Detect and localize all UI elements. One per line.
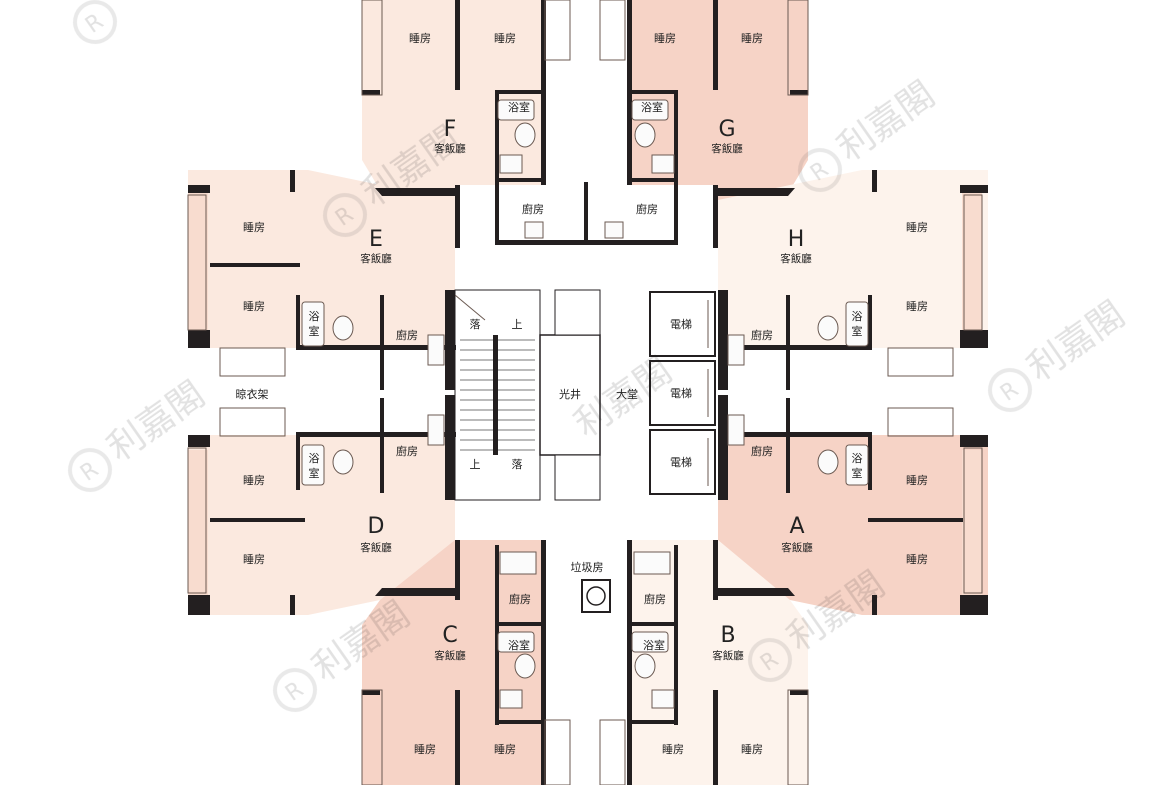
label-lobby: 大堂	[616, 387, 638, 401]
unit-d-name: 客飯廳	[360, 541, 392, 554]
unit-h-area	[718, 170, 988, 348]
svg-text:R: R	[81, 9, 108, 38]
label-bedroom: 睡房	[906, 221, 928, 234]
label-bathroom: 浴室	[643, 638, 665, 652]
unit-g-letter: G	[718, 117, 735, 142]
label-bathroom-bottom: 室	[309, 466, 320, 480]
label-kitchen: 廚房	[396, 328, 418, 342]
label-light-well: 光井	[559, 387, 581, 401]
label-bedroom: 睡房	[494, 743, 516, 756]
unit-g-name: 客飯廳	[711, 142, 743, 155]
svg-text:R: R	[996, 377, 1023, 406]
unit-e-area	[188, 170, 455, 348]
label-lift: 電梯	[670, 456, 692, 469]
label-bedroom: 睡房	[906, 553, 928, 566]
label-bathroom: 浴室	[508, 638, 530, 652]
unit-f-area	[362, 0, 545, 248]
label-bedroom: 睡房	[662, 743, 684, 756]
unit-c-name: 客飯廳	[434, 649, 466, 662]
fixtures	[301, 99, 869, 709]
unit-b-letter: B	[720, 623, 735, 648]
label-bathroom-bottom: 室	[852, 466, 863, 480]
label-stair-up: 上	[512, 318, 523, 331]
label-bathroom: 浴室	[641, 100, 663, 114]
unit-g-area	[628, 0, 808, 248]
label-lift: 電梯	[670, 387, 692, 400]
label-kitchen: 廚房	[644, 592, 666, 606]
unit-h-name: 客飯廳	[780, 252, 812, 265]
label-kitchen: 廚房	[636, 202, 658, 216]
label-bathroom-top: 浴	[309, 310, 320, 323]
label-bedroom: 睡房	[906, 300, 928, 313]
label-bedroom: 睡房	[741, 32, 763, 45]
label-stair-up: 上	[470, 458, 481, 471]
label-bedroom: 睡房	[654, 32, 676, 45]
label-bedroom: 睡房	[741, 743, 763, 756]
unit-f-name: 客飯廳	[434, 142, 466, 155]
core-area	[454, 248, 718, 613]
label-bedroom: 睡房	[243, 221, 265, 234]
unit-h-letter: H	[788, 227, 805, 252]
room-labels: 睡房 睡房 睡房 睡房 浴室 浴室 廚房 廚房 睡房 睡房 睡房 睡房 浴 室 …	[243, 32, 928, 756]
label-bathroom-top: 浴	[309, 452, 320, 465]
label-kitchen: 廚房	[751, 328, 773, 342]
unit-e-name: 客飯廳	[360, 252, 392, 265]
lift-shafts	[649, 291, 716, 495]
unit-fills	[188, 0, 988, 785]
label-drying-rack: 晾衣架	[236, 387, 269, 401]
unit-f-letter: F	[444, 117, 457, 142]
core-labels: 落 上 上 落 光井 大堂 電梯 電梯 電梯 垃圾房 晾衣架	[236, 318, 693, 574]
label-bedroom: 睡房	[906, 474, 928, 487]
label-bathroom-bottom: 室	[852, 324, 863, 338]
unit-d-letter: D	[368, 514, 385, 539]
unit-a-letter: A	[789, 514, 804, 539]
unit-e-letter: E	[369, 227, 383, 252]
unit-a-name: 客飯廳	[781, 541, 813, 554]
svg-text:利嘉閣: 利嘉閣	[830, 74, 942, 170]
label-bathroom-top: 浴	[852, 452, 863, 465]
unit-labels: F 客飯廳 G 客飯廳 E 客飯廳 H 客飯廳 D 客飯廳 A 客飯廳 C 客飯…	[360, 117, 813, 662]
label-bedroom: 睡房	[243, 553, 265, 566]
label-bedroom: 睡房	[243, 474, 265, 487]
unit-b-name: 客飯廳	[712, 649, 744, 662]
svg-text:利嘉閣: 利嘉閣	[1020, 294, 1132, 390]
label-kitchen: 廚房	[751, 444, 773, 458]
label-bedroom: 睡房	[409, 32, 431, 45]
label-bedroom: 睡房	[414, 743, 436, 756]
label-bathroom-top: 浴	[852, 310, 863, 323]
walls	[188, 0, 988, 785]
unit-c-letter: C	[442, 623, 457, 648]
label-stair-down: 落	[470, 318, 481, 331]
label-bedroom: 睡房	[494, 32, 516, 45]
label-bedroom: 睡房	[243, 300, 265, 313]
label-stair-down: 落	[512, 458, 523, 471]
svg-text:R: R	[281, 677, 308, 706]
svg-text:R: R	[76, 457, 103, 486]
label-lift: 電梯	[670, 318, 692, 331]
label-kitchen: 廚房	[509, 592, 531, 606]
label-bathroom-bottom: 室	[309, 324, 320, 338]
balconies	[187, 0, 983, 785]
label-bathroom: 浴室	[508, 100, 530, 114]
label-kitchen: 廚房	[522, 202, 544, 216]
unit-d-area	[188, 435, 455, 615]
label-refuse-room: 垃圾房	[571, 560, 604, 574]
unit-a-area	[718, 435, 988, 615]
label-kitchen: 廚房	[396, 444, 418, 458]
